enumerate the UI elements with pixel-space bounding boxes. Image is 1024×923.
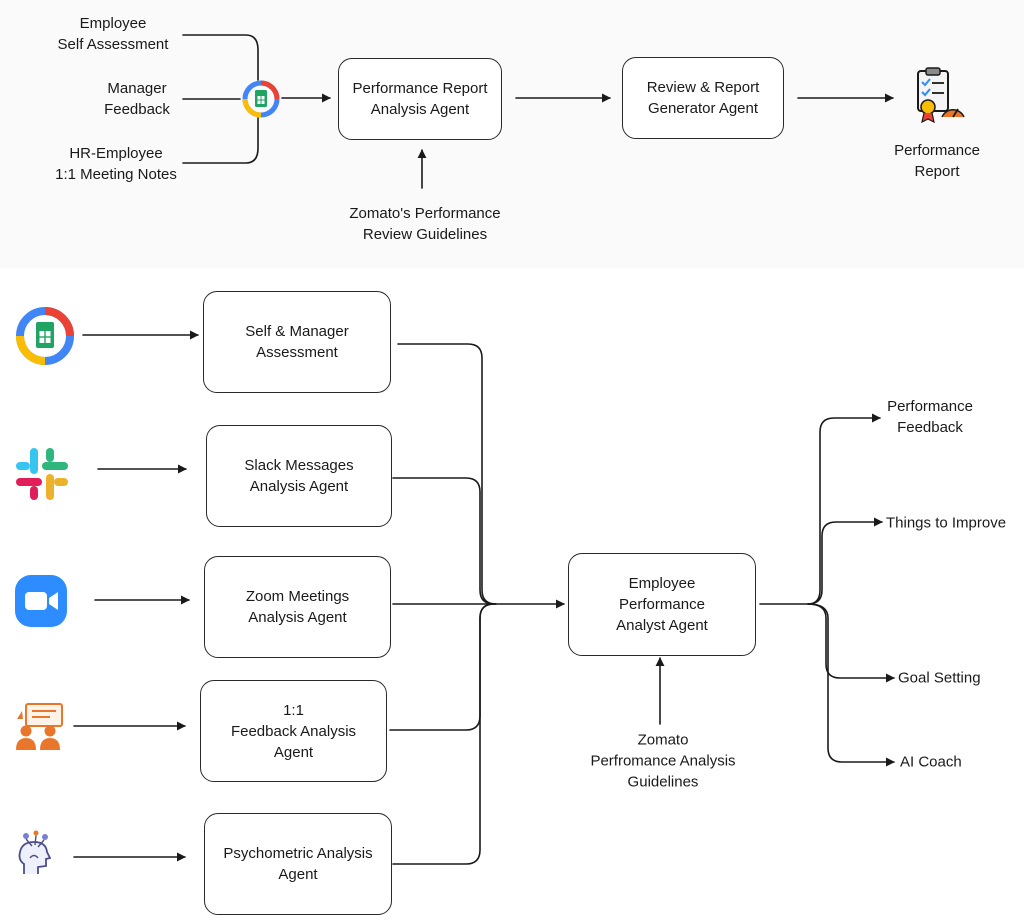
google-sheets-icon	[242, 80, 280, 118]
output-goal-setting: Goal Setting	[898, 669, 981, 687]
connector-self-assessment	[182, 34, 259, 81]
arrow-to-performance-feedback	[807, 413, 881, 605]
google-sheets-icon	[16, 307, 74, 365]
review-guidelines: Zomato's Performance Review Guidelines	[349, 205, 501, 243]
arrow-to-goal-setting	[807, 603, 895, 683]
review-report-generator-agent: Review & Report Generator Agent	[622, 57, 784, 139]
performance-report-analysis-agent: Performance Report Analysis Agent	[338, 58, 502, 140]
merge-line-5	[392, 603, 495, 865]
merge-line-4	[389, 603, 495, 731]
employee-performance-analyst-agent: Employee Performance Analyst Agent	[568, 553, 756, 656]
feedback-meeting-icon	[16, 703, 63, 750]
arrow-to-things-to-improve	[807, 517, 883, 605]
input-self-assessment: Employee Self Assessment	[57, 15, 169, 53]
psychometric-analysis-agent: Psychometric Analysis Agent	[204, 813, 392, 915]
analysis-guidelines: Zomato Perfromance Analysis Guidelines	[590, 731, 736, 791]
top-flow-panel	[0, 0, 1024, 268]
performance-report-output: Performance Report	[894, 142, 980, 180]
feedback-analysis-agent: 1:1 Feedback Analysis Agent	[200, 680, 387, 782]
slack-icon	[16, 448, 68, 500]
arrow-to-ai-coach	[807, 603, 895, 767]
slack-messages-analysis-agent: Slack Messages Analysis Agent	[206, 425, 392, 527]
input-hr-notes: HR-Employee 1:1 Meeting Notes	[55, 145, 177, 183]
merge-line-1	[397, 343, 497, 605]
merge-line-2	[392, 477, 495, 605]
zoom-meetings-analysis-agent: Zoom Meetings Analysis Agent	[204, 556, 391, 658]
output-things-to-improve: Things to Improve	[886, 514, 1007, 532]
connector-hr-notes	[182, 117, 259, 164]
psychometric-head-icon	[18, 830, 52, 874]
zoom-icon	[15, 575, 67, 627]
self-manager-assessment-box: Self & Manager Assessment	[203, 291, 391, 393]
output-performance-feedback: Performance Feedback	[887, 398, 973, 436]
output-ai-coach: AI Coach	[900, 753, 962, 771]
input-manager-feedback: Manager Feedback	[104, 80, 170, 118]
clipboard-report-icon	[917, 67, 965, 124]
